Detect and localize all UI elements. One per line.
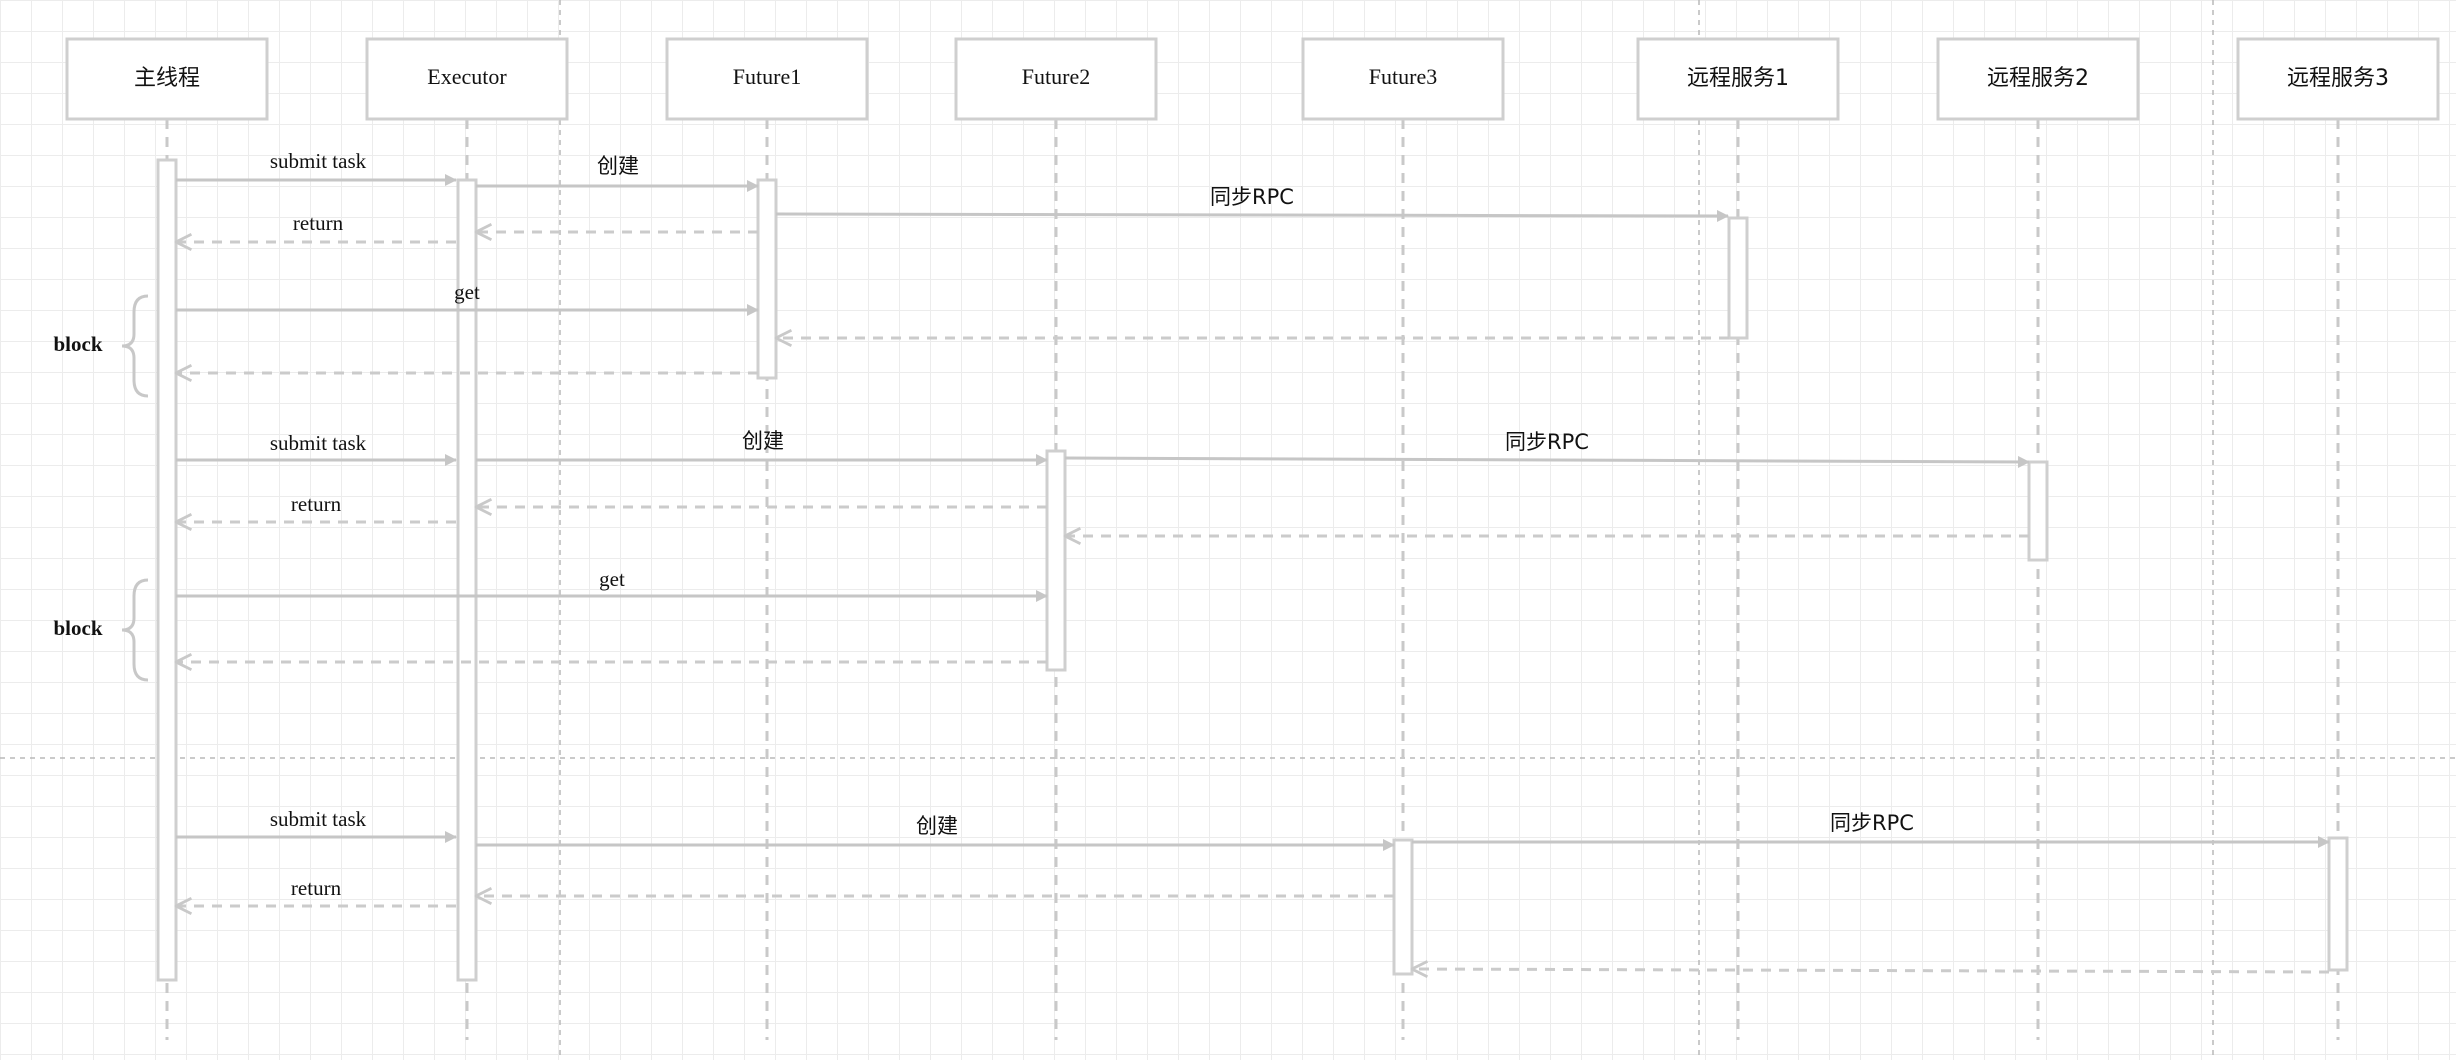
call-message: 同步RPC — [775, 185, 1729, 222]
message-label: return — [291, 492, 342, 516]
return-message: return — [176, 876, 456, 906]
message-label: get — [599, 567, 625, 591]
call-arrow — [1064, 455, 2030, 468]
call-message: submit task — [176, 807, 457, 843]
call-message: submit task — [176, 431, 457, 466]
block-annotations: block block — [53, 294, 149, 682]
activation-bar-remote3 — [2327, 836, 2349, 972]
activation-bar-future3 — [1392, 838, 1414, 976]
return-message — [1412, 969, 2330, 972]
activation-bar-executor — [456, 178, 478, 982]
curly-brace — [121, 578, 149, 682]
message-label: 创建 — [916, 814, 958, 838]
participant-remote2[interactable]: 远程服务2 — [1936, 37, 2140, 121]
activation-bars — [156, 158, 2349, 982]
message-label: 同步RPC — [1210, 185, 1294, 209]
message-label: submit task — [270, 149, 367, 173]
participant-label: Future1 — [733, 64, 801, 89]
call-message: 创建 — [476, 429, 1048, 466]
participant-box — [665, 37, 869, 121]
participant-executor[interactable]: Executor — [365, 37, 569, 121]
participant-label: Executor — [427, 64, 507, 89]
message-label: return — [291, 876, 342, 900]
message-label: 创建 — [742, 429, 784, 453]
block-annotation: block — [53, 294, 149, 398]
participant-label: 主线程 — [134, 66, 200, 91]
participant-future3[interactable]: Future3 — [1301, 37, 1505, 121]
call-message: 创建 — [476, 154, 759, 192]
message-label: 同步RPC — [1830, 811, 1914, 835]
participant-label: Future3 — [1369, 64, 1437, 89]
participant-remote3[interactable]: 远程服务3 — [2236, 37, 2440, 121]
activation-bar-remote1 — [1727, 216, 1749, 340]
participant-future2[interactable]: Future2 — [954, 37, 1158, 121]
participant-main[interactable]: 主线程 — [65, 37, 269, 121]
call-message: 同步RPC — [1412, 811, 2330, 848]
participant-box — [1301, 37, 1505, 121]
participant-box — [954, 37, 1158, 121]
message-label: get — [454, 280, 480, 304]
curly-brace — [121, 294, 149, 398]
block-label: block — [53, 616, 102, 640]
participant-box — [365, 37, 569, 121]
participant-label: 远程服务2 — [1987, 66, 2089, 91]
participant-label: Future2 — [1022, 64, 1090, 89]
lifelines — [165, 119, 2340, 1040]
participant-box — [1636, 37, 1840, 121]
return-message: return — [176, 211, 456, 242]
call-message: get — [176, 567, 1048, 602]
participant-label: 远程服务3 — [2287, 66, 2389, 91]
block-label: block — [53, 332, 102, 356]
participant-box — [1936, 37, 2140, 121]
participant-remote1[interactable]: 远程服务1 — [1636, 37, 1840, 121]
message-label: submit task — [270, 807, 367, 831]
activation-bar-future2 — [1045, 449, 1067, 672]
activation-bar-main — [156, 158, 178, 982]
call-message: get — [176, 280, 759, 316]
activation-bar-remote2 — [2027, 460, 2049, 562]
message-label: 创建 — [597, 154, 639, 178]
participant-box — [2236, 37, 2440, 121]
activation-bar-future1 — [756, 178, 778, 380]
participant-label: 远程服务1 — [1687, 66, 1789, 91]
call-arrow — [775, 209, 1729, 222]
call-message: 同步RPC — [1064, 430, 2030, 468]
return-arrow — [1412, 969, 2330, 972]
call-message: submit task — [176, 149, 457, 186]
message-label: return — [293, 211, 344, 235]
return-message: return — [176, 492, 456, 522]
message-label: 同步RPC — [1505, 430, 1589, 454]
block-annotation: block — [53, 578, 149, 682]
message-label: submit task — [270, 431, 367, 455]
participant-box — [65, 37, 269, 121]
participant-boxes: 主线程 Executor Future1 Future2 Future3 远程服务1 远程服… — [65, 37, 2440, 121]
call-message: 创建 — [476, 814, 1395, 851]
participant-future1[interactable]: Future1 — [665, 37, 869, 121]
